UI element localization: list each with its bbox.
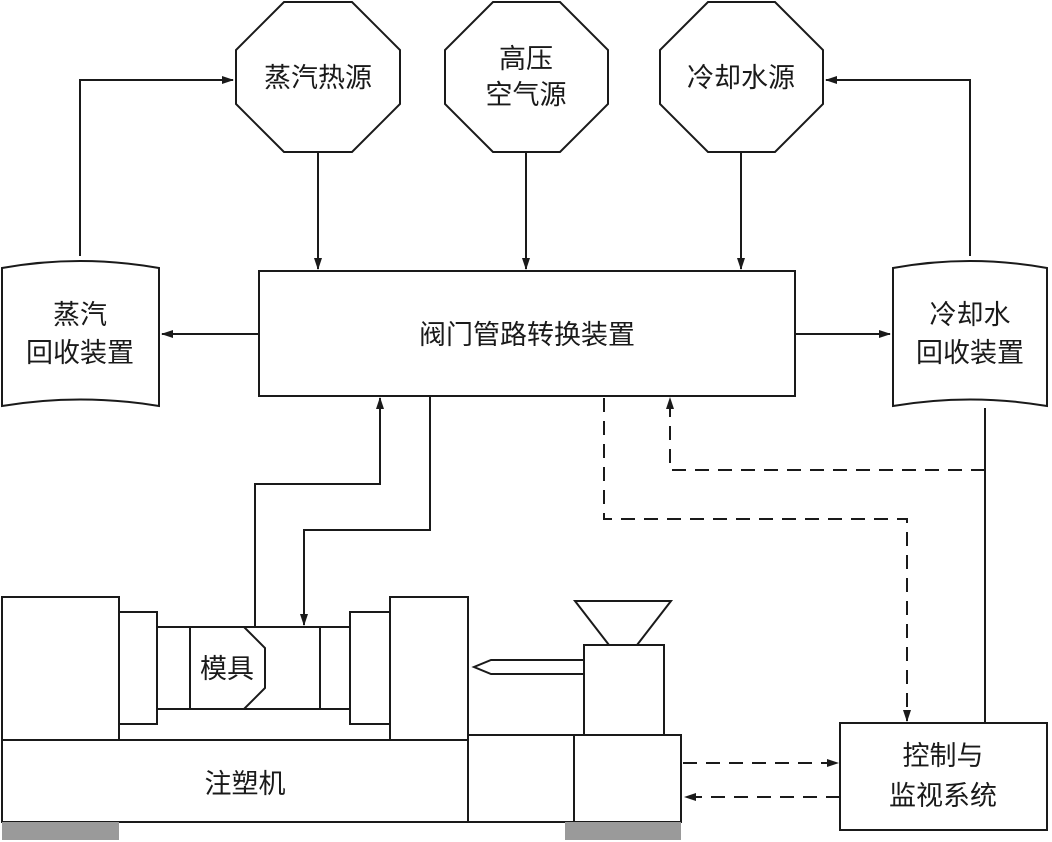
air-source-label-line1: 高压 [499,44,553,75]
control-system-label-line1: 控制与 [903,741,984,772]
machine-foot-right [565,822,681,840]
right-clamp [349,611,391,725]
water-recovery-label-line1: 冷却水 [930,300,1011,331]
cooling-water-source-octagon [659,1,824,153]
air-source-octagon [444,1,609,153]
steam-recovery-drum [1,260,160,408]
hopper [572,600,674,646]
arrow-water-recovery-to-water-source [825,76,971,256]
arrow-steam-recovery-to-heat-source [79,76,234,256]
right-platen [389,596,469,741]
arrow-mold-return-to-valve [254,397,384,627]
control-system-label-line2: 监视系统 [889,781,997,812]
dashed-control-to-valve [666,397,986,723]
machine-base-right [467,734,575,823]
machine-foot-left [2,822,119,840]
control-cabinet [573,734,682,823]
steam-recovery-label-line2: 回收装置 [26,338,134,369]
arrow-valve-supply-to-mold [300,396,431,626]
left-platen [1,596,120,741]
dashed-valve-to-control [603,398,911,722]
valve-unit-label: 阀门管路转换装置 [419,320,635,351]
steam-recovery-label-line1: 蒸汽 [53,300,107,331]
control-system-box [839,722,1048,831]
air-source-label-line2: 空气源 [486,80,567,111]
injection-nozzle [471,659,584,675]
machine-label: 注塑机 [205,769,286,800]
water-recovery-label-line2: 回收装置 [916,338,1024,369]
cooling-water-source-label: 冷却水源 [687,63,795,94]
steam-heat-source-octagon [235,1,401,153]
steam-heat-source-label: 蒸汽热源 [264,63,372,94]
water-recovery-drum [892,260,1048,408]
left-clamp [118,611,158,725]
mold-outline [189,626,266,710]
injection-unit [583,644,665,736]
injection-molding-machine [1,596,682,823]
mold-label: 模具 [200,654,254,685]
